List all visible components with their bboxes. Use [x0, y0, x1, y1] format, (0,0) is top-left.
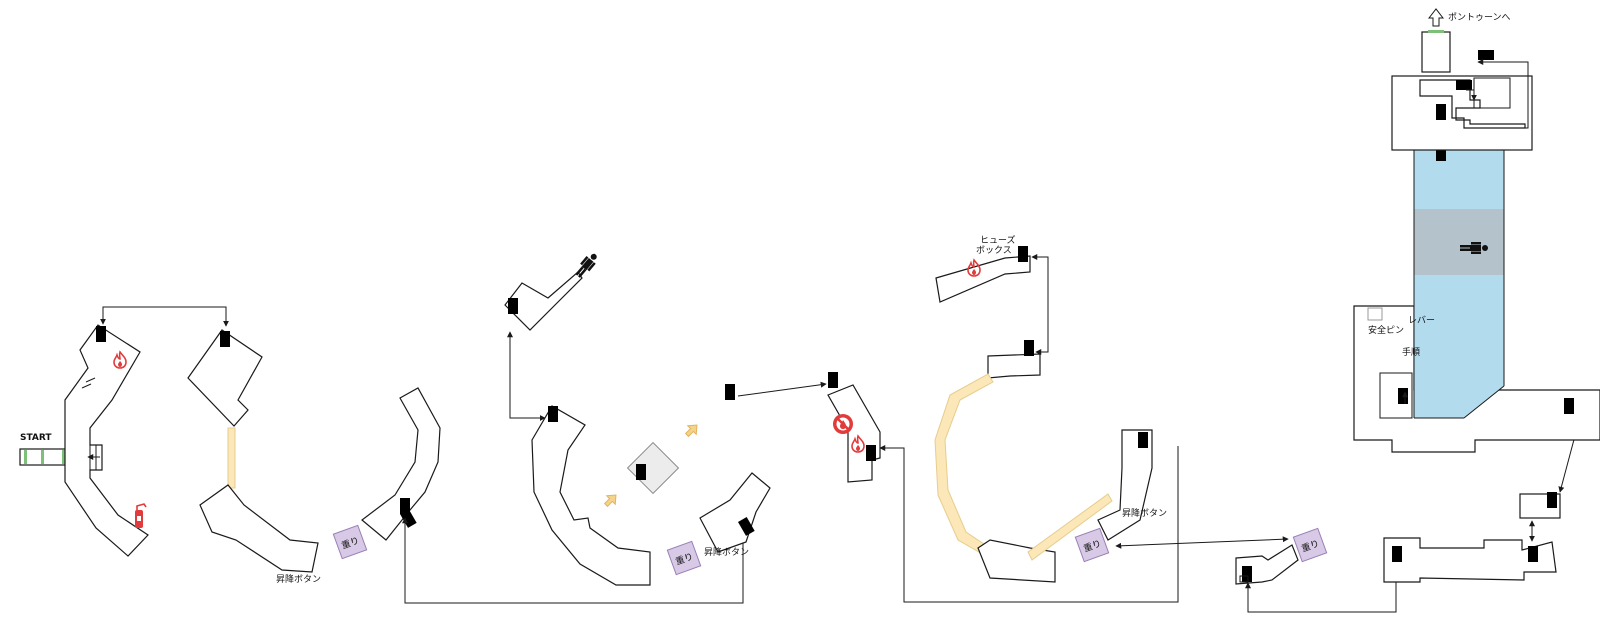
pontoon-label: ポントゥーンへ [1448, 12, 1511, 23]
lower-corridor [199, 484, 319, 573]
stairs-icon [1242, 566, 1252, 582]
route-arrow [1031, 254, 1049, 355]
stairs-icon [96, 326, 106, 342]
lever-label: レバー [1408, 315, 1435, 326]
stairs-icon [1018, 246, 1028, 262]
stairs-icon [725, 384, 735, 400]
door-marker [1428, 30, 1444, 33]
weight-tile: 重り [1074, 527, 1110, 563]
upper-room [987, 353, 1041, 379]
route-arrow [1558, 431, 1578, 493]
arc-corridor [361, 387, 441, 541]
no-fire-icon [833, 414, 853, 434]
stairs-icon [1398, 388, 1408, 404]
lift-button-label: 昇降ボタン [704, 546, 749, 558]
section-hazard [827, 372, 1179, 603]
section-small-lift [1235, 544, 1299, 585]
stairs-icon [1138, 432, 1148, 448]
stairs-icon [1564, 398, 1574, 414]
start-label: START [20, 433, 52, 443]
section-arc-2 [361, 387, 744, 604]
section-lower-right [1383, 431, 1578, 583]
lift-button-label: 昇降ボタン [1122, 507, 1167, 519]
route-arrow [1115, 536, 1289, 549]
arrow-up-icon [603, 494, 617, 508]
procedure-label: 手順 [1402, 346, 1420, 358]
stairs-icon [636, 464, 646, 480]
stairs-icon [1478, 50, 1494, 60]
section-tower: 安全ピン レバー 手順 ポントゥーンへ [1353, 8, 1600, 453]
hatch-room [1421, 31, 1451, 73]
water-band [1414, 209, 1504, 275]
platform [626, 441, 680, 495]
section-center: 昇降ボタン [504, 253, 827, 586]
bridge [934, 373, 994, 557]
section-arc-5: ヒューズ ボックス 昇降ボタン [934, 234, 1167, 583]
fusebox-label: ヒューズ [980, 234, 1016, 246]
lower-right-corridor [1383, 537, 1557, 583]
bridge [1027, 493, 1113, 561]
stairs-icon [508, 298, 518, 314]
tower-block [187, 329, 263, 427]
weight-tile: 重り [332, 524, 368, 560]
section-start: START 昇降ボタン [19, 306, 321, 585]
route-arrow [879, 445, 1179, 603]
stairs-icon [1528, 546, 1538, 562]
stairs-icon [866, 445, 876, 461]
arrow-up-icon [1427, 8, 1445, 27]
water-column [1414, 275, 1504, 418]
route-arrow [1245, 570, 1397, 613]
fusebox-label: ボックス [976, 245, 1012, 256]
person-icon [575, 253, 597, 278]
weight-tile: 重り [1292, 527, 1328, 563]
stairs-icon [1547, 492, 1557, 508]
hazard-corridor [827, 384, 881, 483]
route-arrow [402, 517, 744, 604]
stairs-icon [828, 372, 838, 388]
route-arrow [507, 331, 546, 421]
route-arrow [100, 306, 229, 327]
lift-block [699, 472, 771, 553]
door-marker [62, 450, 65, 464]
door-marker [24, 450, 27, 464]
main-hall [531, 405, 651, 586]
route-arrow [1466, 89, 1477, 101]
safety-pin-label: 安全ピン [1368, 324, 1404, 336]
arrow-up-icon [684, 424, 698, 438]
route-arrow [737, 381, 827, 397]
stairs-icon [1024, 340, 1034, 356]
person-icon [1460, 242, 1488, 254]
stairs-icon [1456, 80, 1472, 90]
weight-tile: 重り [666, 540, 702, 576]
lift-button-label: 昇降ボタン [276, 573, 321, 585]
route-arrow [1477, 59, 1529, 129]
door-marker [41, 450, 44, 464]
fusebox-room [935, 255, 1031, 303]
bridge [227, 427, 236, 489]
stairs-icon [1436, 104, 1446, 120]
stairs-icon [1392, 546, 1402, 562]
lift-tower [1097, 429, 1153, 541]
stairs-icon [548, 406, 558, 422]
stairs-icon [220, 331, 230, 347]
fire-extinguisher-icon [135, 503, 147, 528]
water-column [1414, 150, 1504, 209]
